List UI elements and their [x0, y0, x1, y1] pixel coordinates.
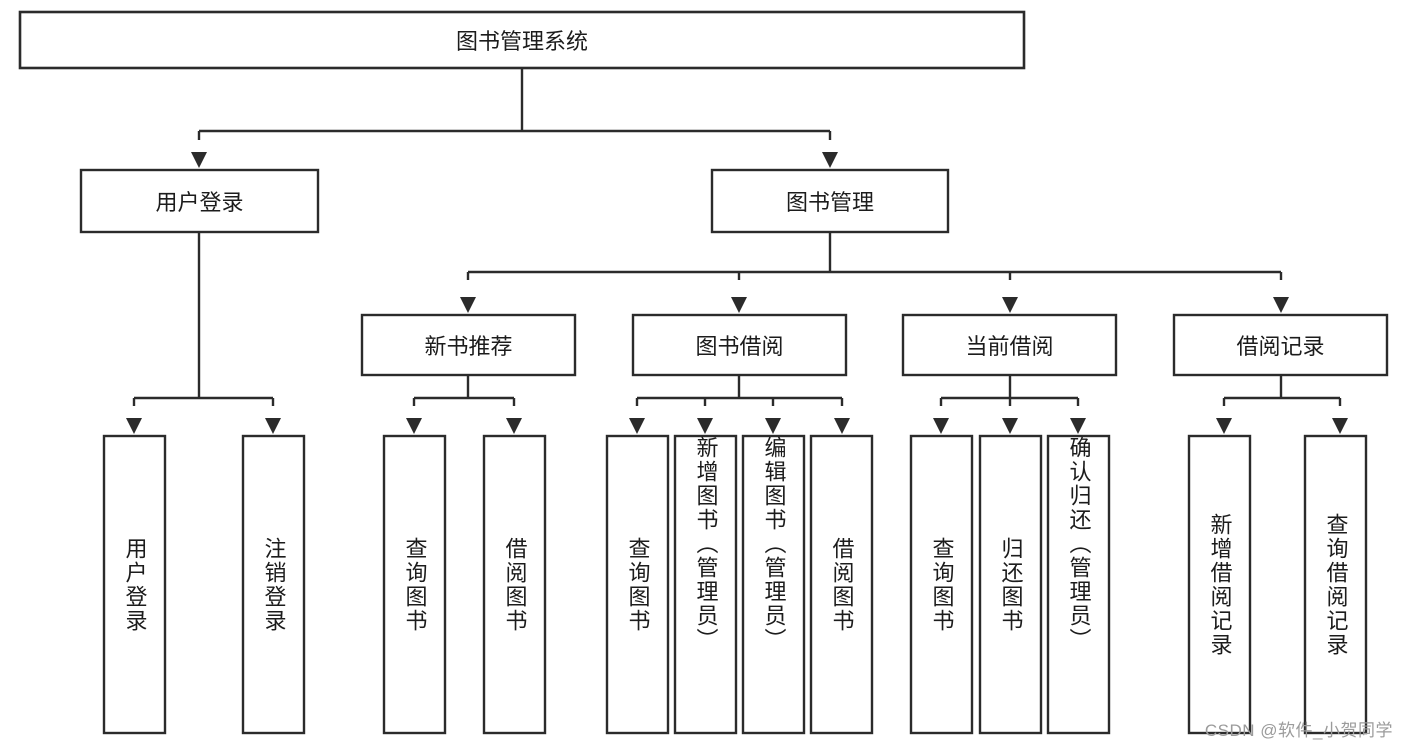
arrow-icon-leaf-12	[1332, 418, 1348, 434]
node-l2-1-box[interactable]	[631, 313, 848, 377]
node-leaf-10-box[interactable]	[1046, 434, 1111, 735]
arrow-icon-leaf-9	[1002, 418, 1018, 434]
arrow-icon-leaf-1	[265, 418, 281, 434]
arrow-icon-leaf-4	[629, 418, 645, 434]
node-leaf-5-box[interactable]	[673, 434, 738, 735]
node-leaf-9-box[interactable]	[978, 434, 1043, 735]
node-leaf-12-box[interactable]	[1303, 434, 1368, 735]
arrow-icon-leaf-0	[126, 418, 142, 434]
arrow-icon-leaf-8	[933, 418, 949, 434]
node-leaf-3-box[interactable]	[482, 434, 547, 735]
node-leaf-4-box[interactable]	[605, 434, 670, 735]
node-leaf-11-box[interactable]	[1187, 434, 1252, 735]
node-l2-0-box[interactable]	[360, 313, 577, 377]
arrow-icon-leaf-3	[506, 418, 522, 434]
arrow-icon-l2-2	[1002, 297, 1018, 313]
node-l2-2-box[interactable]	[901, 313, 1118, 377]
arrow-icon-leaf-7	[834, 418, 850, 434]
arrow-icon-leaf-10	[1070, 418, 1086, 434]
node-l1-1-box[interactable]	[710, 168, 950, 234]
node-l2-3-box[interactable]	[1172, 313, 1389, 377]
node-root-box[interactable]	[18, 10, 1026, 70]
arrow-icon-leaf-6	[765, 418, 781, 434]
node-leaf-6-box[interactable]	[741, 434, 806, 735]
arrow-icon-l2-0	[460, 297, 476, 313]
node-leaf-7-box[interactable]	[809, 434, 874, 735]
node-leaf-2-box[interactable]	[382, 434, 447, 735]
arrow-icon-leaf-11	[1216, 418, 1232, 434]
arrow-icon-l1-0	[191, 152, 207, 168]
arrow-icon-l2-1	[731, 297, 747, 313]
arrow-icon-l1-1	[822, 152, 838, 168]
csdn-watermark: CSDN @软件_小贺同学	[1204, 721, 1393, 740]
node-leaf-0-box[interactable]	[102, 434, 167, 735]
arrow-icon-leaf-2	[406, 418, 422, 434]
arrow-icon-l2-3	[1273, 297, 1289, 313]
node-leaf-1-box[interactable]	[241, 434, 306, 735]
node-leaf-8-box[interactable]	[909, 434, 974, 735]
arrow-icon-leaf-5	[697, 418, 713, 434]
node-l1-0-box[interactable]	[79, 168, 320, 234]
